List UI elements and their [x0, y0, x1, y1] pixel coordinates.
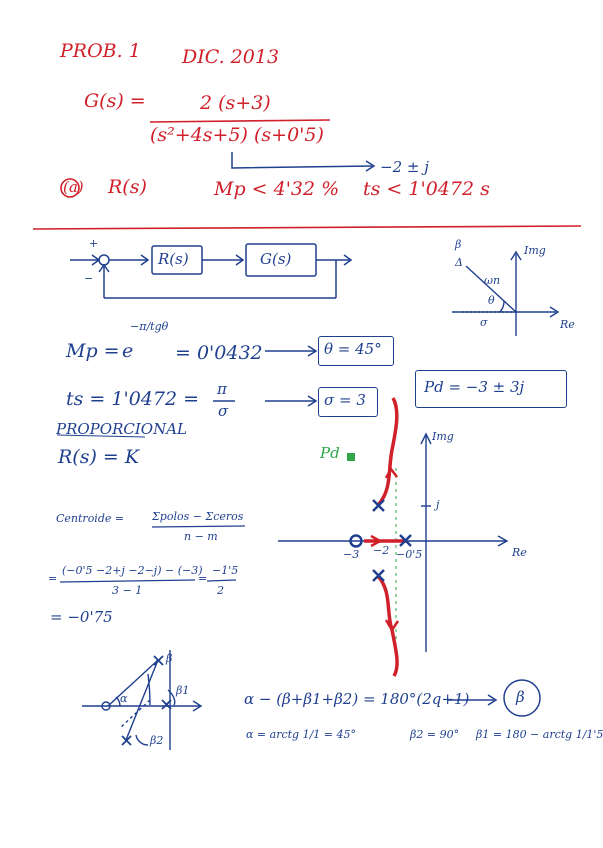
ts-pi: π [217, 380, 227, 398]
small-delta: Δ [455, 256, 463, 269]
ts-lhs: ts = 1'0472 = [66, 388, 200, 410]
ts-sigma: σ [218, 402, 229, 420]
r-equals-k: R(s) = K [58, 446, 140, 468]
pd-label: Pd [320, 444, 340, 462]
pd-result-box [415, 370, 567, 408]
sketch-beta1: β1 [176, 684, 190, 697]
g-block-label: G(s) [260, 250, 292, 268]
sketch-beta: β [166, 652, 173, 665]
sum-plus: + [89, 237, 99, 250]
small-img: Img [524, 244, 546, 257]
pd-marker [347, 453, 355, 461]
centroid-numerator: Σpolos − Σceros [152, 510, 244, 523]
theta-result: θ = 45° [324, 340, 382, 358]
alpha-equation: α = arctg 1/1 = 45° [246, 728, 356, 741]
locus-tick-minus3: −3 [343, 548, 360, 561]
r-block-label: R(s) [158, 250, 189, 268]
sketch-beta2: β2 [150, 734, 164, 747]
sum-minus: − [84, 272, 94, 285]
mp-lhs: Mp = [66, 340, 120, 362]
mp-value: = 0'0432 [175, 342, 263, 364]
pole-marker-real [399, 534, 412, 547]
zero-marker [349, 534, 363, 548]
locus-tick-minus05: −0'5 [396, 548, 423, 561]
small-wn: ωn [484, 274, 501, 287]
problem-title: PROB. 1 [60, 40, 141, 62]
r-s-label: R(s) [108, 176, 147, 198]
locus-j-tick: j [436, 498, 440, 511]
sigma-result: σ = 3 [324, 391, 366, 409]
small-sigma: σ [480, 316, 488, 329]
section-divider [32, 225, 582, 230]
g-denominator: (s²+4s+5) (s+0'5) [150, 124, 324, 146]
locus-img-label: Img [432, 430, 454, 443]
locus-tick-minus2: −2 [373, 544, 390, 557]
sketch-alpha: α [120, 692, 128, 705]
centroid-result-numerator: −1'5 [212, 564, 239, 577]
beta2-equation: β2 = 90° [410, 728, 460, 741]
proportional-heading: PROPORCIONAL [56, 420, 187, 438]
beta1-equation: β1 = 180 − arctg 1/1'5 [476, 728, 603, 741]
pole-roots: −2 ± j [380, 158, 429, 176]
block-diagram [70, 243, 353, 299]
sigma-result-box [318, 387, 378, 417]
small-s-plane [452, 250, 560, 336]
centroid-label: Centroide = [56, 512, 125, 525]
ts-spec: ts < 1'0472 s [363, 178, 490, 200]
centroid-eq-sign: = [48, 572, 58, 585]
g-numerator: 2 (s+3) [200, 92, 271, 114]
circled-beta: β [516, 688, 525, 706]
theta-result-box [318, 336, 394, 366]
centroid-eq-sign-2: = [198, 572, 208, 585]
centroid-denominator: n − m [184, 530, 218, 543]
pd-result: Pd = −3 ± 3j [424, 378, 525, 396]
pole-marker-lower [372, 569, 385, 582]
angle-sketch [82, 650, 203, 750]
roots-arrow [231, 152, 373, 169]
pole-marker-upper [372, 499, 385, 512]
g-fraction-bar [149, 119, 331, 123]
small-theta: θ [488, 294, 495, 307]
centroid-step-numerator: (−0'5 −2+j −2−j) − (−3) [62, 564, 203, 577]
centroid-result-denominator: 2 [217, 584, 224, 597]
centroid-final: = −0'75 [50, 608, 113, 626]
mp-spec: Mp < 4'32 % [214, 178, 340, 200]
mp-base: e [122, 340, 134, 362]
part-a-label: (a) [63, 178, 84, 196]
small-re: Re [560, 318, 575, 331]
locus-re-label: Re [512, 546, 527, 559]
g-lhs: G(s) = [84, 90, 146, 112]
root-locus-plane [278, 397, 509, 677]
mp-exponent: −π/tgθ [130, 320, 169, 333]
part-a-circle [60, 178, 80, 198]
problem-date: DIC. 2013 [182, 46, 280, 68]
centroid-step-denominator: 3 − 1 [112, 584, 143, 597]
angle-condition: α − (β+β1+β2) = 180°(2q+1) [244, 690, 470, 708]
small-beta: β [455, 238, 462, 251]
